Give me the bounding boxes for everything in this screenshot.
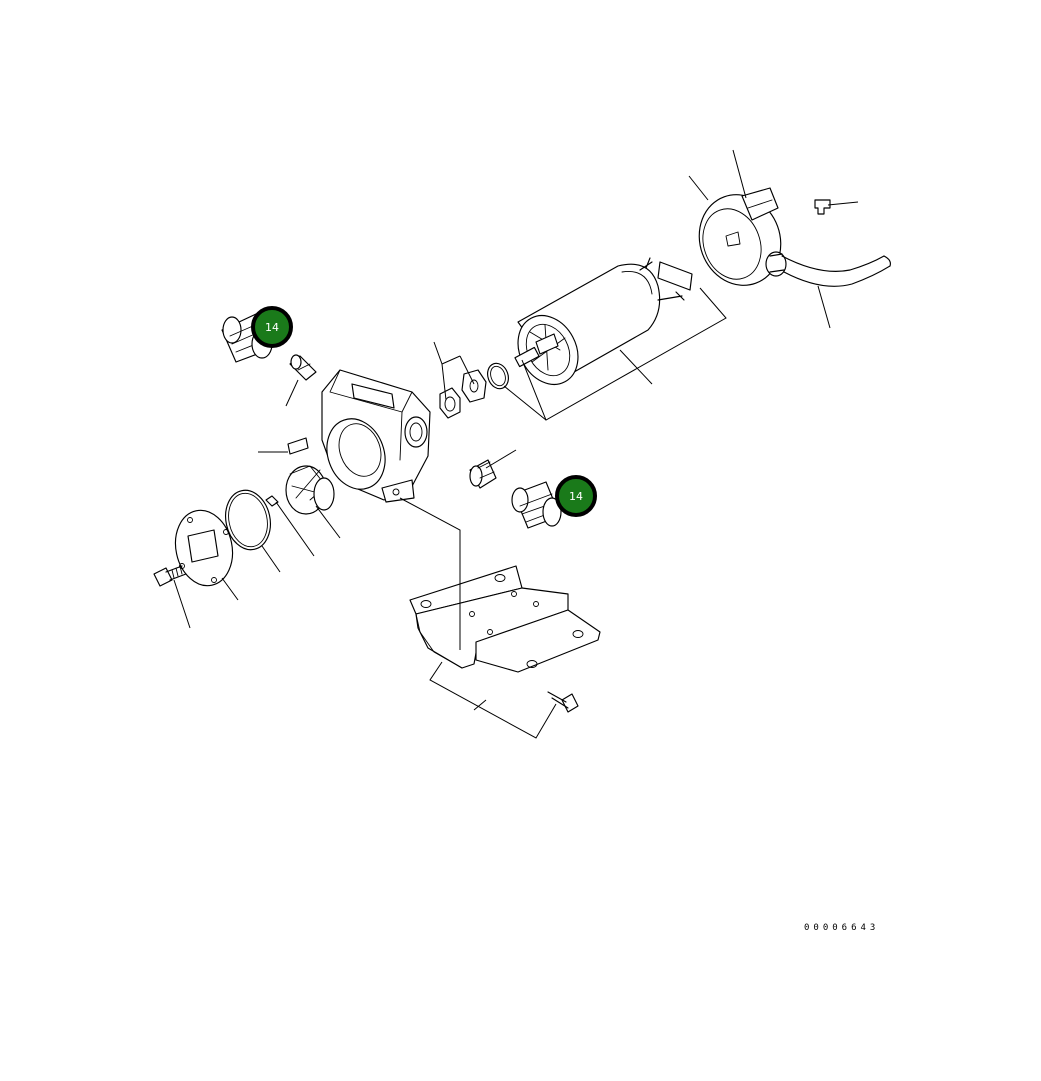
- impeller: [285, 465, 335, 515]
- callout-14-upper[interactable]: 14: [251, 306, 293, 348]
- motor-end-cap: [698, 187, 787, 286]
- key-part: [287, 437, 309, 455]
- plug-fitting: [469, 459, 497, 489]
- motor-body: [514, 257, 693, 385]
- leader-lines: [173, 149, 859, 739]
- callout-14-upper-label: 14: [265, 321, 279, 334]
- motor-seal-ring: [487, 362, 509, 390]
- motor-cable: [781, 255, 891, 287]
- washer-nut-pair: [439, 369, 487, 419]
- o-ring: [225, 489, 271, 551]
- mounting-bracket: [409, 565, 601, 673]
- terminal-part: [814, 199, 831, 215]
- callout-14-lower[interactable]: 14: [555, 475, 597, 517]
- callout-14-lower-label: 14: [569, 490, 583, 503]
- cover-bolt: [153, 565, 187, 587]
- hose-fitting-lower: [511, 481, 562, 529]
- cover-plate: [174, 509, 234, 587]
- drawing-number: 00006643: [804, 923, 879, 933]
- pump-housing: [321, 369, 431, 503]
- bracket-screw: [547, 691, 579, 713]
- pin-part: [265, 495, 279, 507]
- shaft-coupling: [289, 354, 317, 381]
